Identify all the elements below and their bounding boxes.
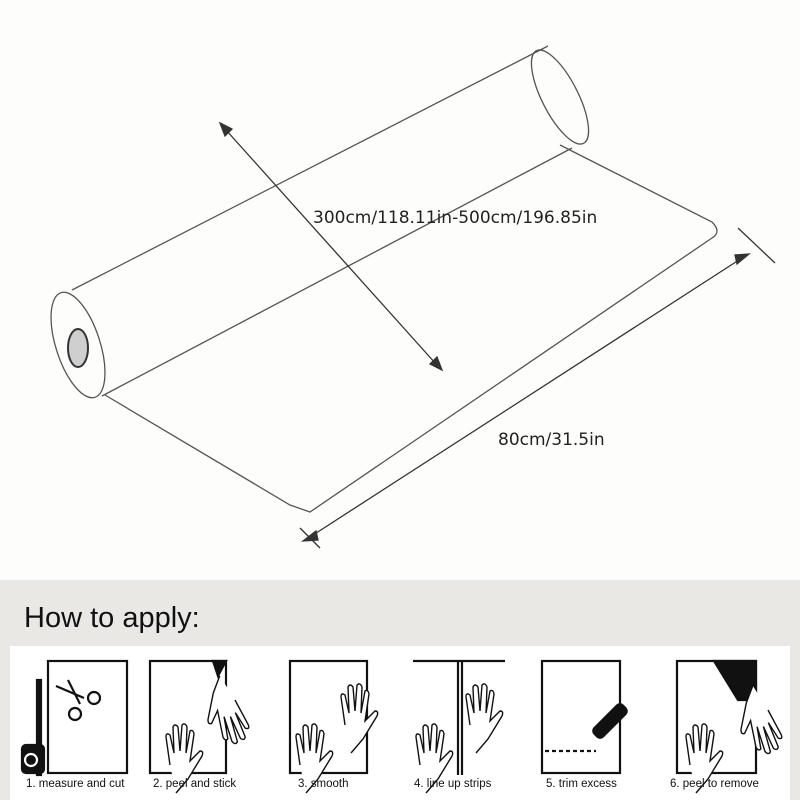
- how-to-apply-title: How to apply:: [24, 602, 200, 634]
- step-label-4: 4. line up strips: [414, 778, 492, 790]
- width-dimension-label: 80cm/31.5in: [498, 430, 605, 450]
- scissors-tape-measure-icon: [20, 659, 129, 777]
- length-arrow: [218, 121, 444, 372]
- step-label-5: 5. trim excess: [546, 778, 617, 790]
- product-roll-diagram: 300cm/118.11in-500cm/196.85in 80cm/31.5i…: [50, 45, 776, 549]
- roll-left-end: [50, 291, 106, 399]
- roll-right-end: [530, 49, 590, 145]
- how-to-apply-panel: How to apply:: [0, 580, 800, 800]
- steps-strip: 1. measure and cut 2. peel and stick 3. …: [10, 646, 790, 800]
- peel-and-stick-icon: [148, 659, 254, 795]
- steps-illustrations: [20, 659, 787, 795]
- step-label-2: 2. peel and stick: [153, 778, 237, 790]
- line-up-strips-icon: [413, 659, 505, 795]
- utility-knife-icon: [540, 659, 628, 775]
- step-label-1: 1. measure and cut: [26, 778, 125, 790]
- peel-to-remove-icon: [675, 659, 787, 795]
- length-dimension-label: 300cm/118.11in-500cm/196.85in: [313, 208, 598, 228]
- step-label-3: 3. smooth: [298, 778, 349, 790]
- smooth-hands-icon: [288, 659, 379, 795]
- unrolled-sheet: [104, 144, 718, 513]
- width-arrow: [299, 227, 776, 549]
- step-label-6: 6. peel to remove: [670, 778, 759, 790]
- roll-top-edge: [71, 45, 549, 291]
- roll-core-icon: [67, 328, 89, 368]
- roll-bottom-edge: [101, 147, 573, 397]
- film-roll-illustration: [50, 45, 776, 549]
